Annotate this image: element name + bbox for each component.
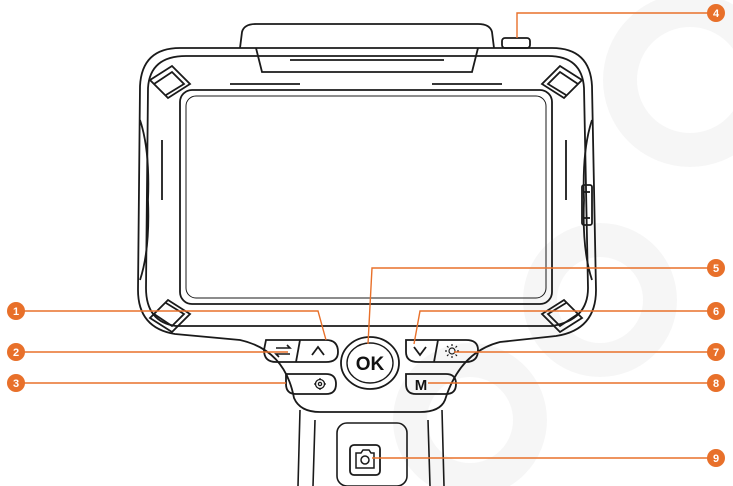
svg-text:5: 5 xyxy=(713,263,719,275)
svg-text:6: 6 xyxy=(713,306,719,318)
svg-text:7: 7 xyxy=(713,347,719,359)
device-body xyxy=(137,23,597,413)
svg-text:4: 4 xyxy=(713,8,720,20)
camera-icon xyxy=(355,449,375,469)
device-screen xyxy=(179,83,553,305)
corner-bumpers xyxy=(148,64,584,334)
down-brightness-button[interactable] xyxy=(405,339,479,363)
svg-text:1: 1 xyxy=(13,306,19,318)
callout-1: 1 xyxy=(7,302,25,320)
svg-text:3: 3 xyxy=(13,378,19,390)
svg-text:2: 2 xyxy=(13,347,19,359)
sun-icon xyxy=(445,344,459,358)
chevron-down-icon xyxy=(413,346,427,357)
menu-label: M xyxy=(415,377,428,394)
gear-icon xyxy=(314,378,326,390)
callout-5: 5 xyxy=(707,259,725,277)
ok-button[interactable]: OK xyxy=(340,336,400,390)
svg-text:9: 9 xyxy=(713,453,719,465)
swap-arrows-icon xyxy=(274,344,292,358)
device-handle xyxy=(297,409,445,486)
callout-7: 7 xyxy=(707,343,725,361)
callout-9: 9 xyxy=(707,449,725,467)
menu-button[interactable]: M xyxy=(405,373,457,395)
chevron-up-icon xyxy=(311,345,325,356)
switch-up-button[interactable] xyxy=(263,339,339,363)
callout-4: 4 xyxy=(707,4,725,22)
ok-label: OK xyxy=(356,354,385,375)
callout-6: 6 xyxy=(707,302,725,320)
settings-button[interactable] xyxy=(285,373,337,395)
callout-2: 2 xyxy=(7,343,25,361)
callout-lines xyxy=(24,12,708,459)
capture-button[interactable] xyxy=(349,444,381,476)
callout-3: 3 xyxy=(7,374,25,392)
callout-8: 8 xyxy=(707,374,725,392)
svg-text:8: 8 xyxy=(713,378,719,390)
